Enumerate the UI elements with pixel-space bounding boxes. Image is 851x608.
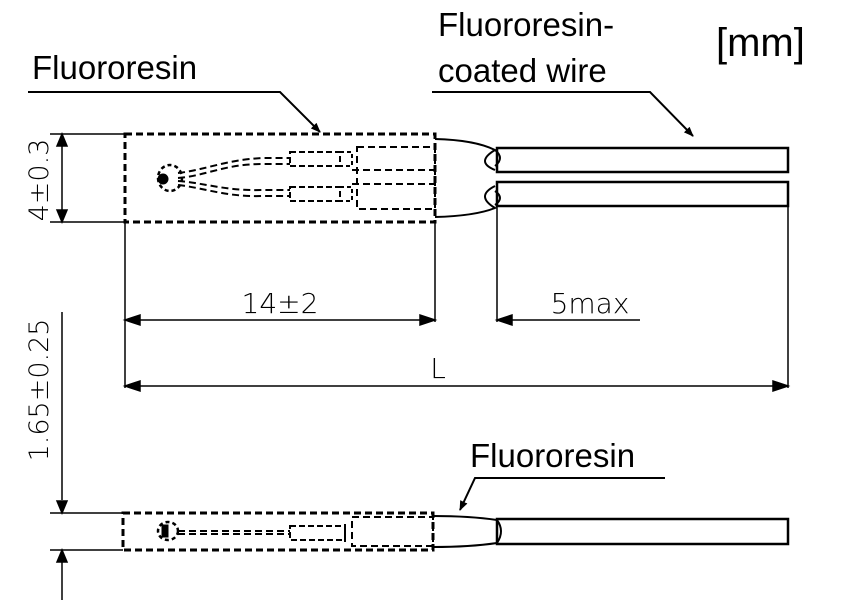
top-body-outline xyxy=(123,132,437,224)
dim-total xyxy=(122,379,791,393)
dim-width xyxy=(50,132,125,224)
top-internal-element xyxy=(156,146,436,210)
side-internal-element xyxy=(156,516,434,547)
top-fluororesin-leader xyxy=(28,91,321,133)
top-wires xyxy=(495,146,790,208)
dim-thickness-label: 1.65±0.25 xyxy=(24,319,55,462)
wire-leader xyxy=(432,91,694,137)
wire-label-line2: coated wire xyxy=(438,52,607,89)
side-fluororesin-leader xyxy=(459,477,665,511)
dim-thickness xyxy=(50,312,123,600)
wire-label-line1: Fluororesin- xyxy=(438,6,614,43)
units-label: [mm] xyxy=(716,21,805,65)
dim-total-label: L xyxy=(430,352,446,385)
top-view: Fluororesin Fluororesin- coated wire xyxy=(24,6,791,393)
dim-body-length-label: 14±2 xyxy=(242,287,319,320)
dim-gap xyxy=(494,313,640,327)
side-body-outline xyxy=(121,511,435,552)
side-boot-and-wire xyxy=(432,515,790,548)
extension-lines xyxy=(124,206,789,388)
dim-gap-label: 5max xyxy=(551,287,630,320)
side-view: 1.65±0.25 Fluororesin xyxy=(24,312,790,600)
side-fluororesin-label: Fluororesin xyxy=(470,437,635,474)
top-boot xyxy=(434,138,501,218)
dim-body-length xyxy=(122,313,438,327)
dim-width-label: 4±0.3 xyxy=(24,139,55,222)
top-fluororesin-label: Fluororesin xyxy=(32,49,197,86)
